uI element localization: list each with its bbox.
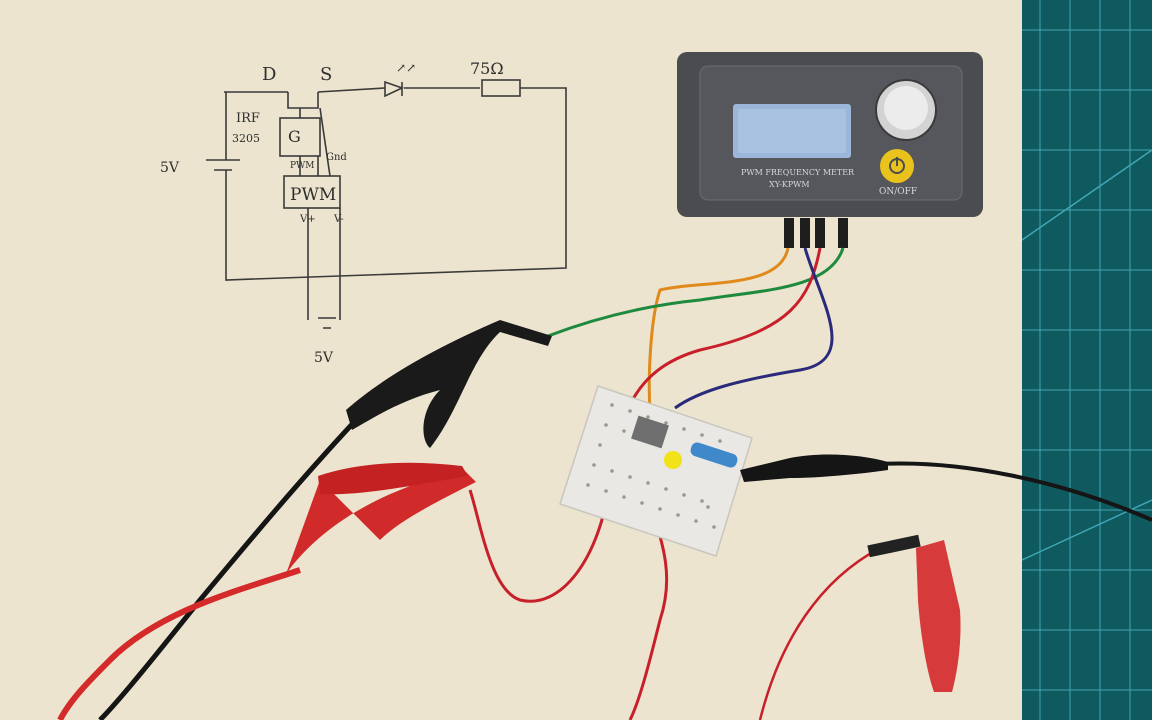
module-title: PWM FREQUENCY METER <box>741 168 855 177</box>
blue-wire <box>674 247 834 410</box>
schematic-label-5v-left: 5V <box>160 160 180 176</box>
red-wire-right <box>758 546 881 720</box>
black-wire-left <box>98 418 358 720</box>
schematic-label-pwm-in: PWM <box>290 161 315 171</box>
breadboard <box>559 385 753 557</box>
schematic-label-vplus: V+ <box>299 214 316 225</box>
module-model: XY-KPWM <box>769 180 810 189</box>
pwm-module <box>677 52 983 248</box>
schematic-label-led-rays: ↗↗ <box>396 61 416 75</box>
resistor <box>690 442 738 468</box>
red-wire-left <box>57 567 301 720</box>
schematic-label-5v-bottom: 5V <box>314 350 334 366</box>
schematic-label-resistor: 75Ω <box>470 59 504 78</box>
schematic-label-gnd: Gnd <box>326 152 347 163</box>
schematic-drawing <box>206 79 567 329</box>
black-clip-right <box>740 454 888 482</box>
power-label: ON/OFF <box>879 187 917 197</box>
red-clip-right <box>867 534 961 692</box>
schematic-label-irf: IRF <box>236 111 260 126</box>
cutting-mat <box>1021 0 1152 720</box>
schematic-label-d: D <box>262 64 276 85</box>
orange-wire <box>647 247 790 411</box>
led-yellow <box>664 451 682 469</box>
schematic-label-vminus: V- <box>333 214 344 225</box>
green-wire <box>547 247 845 338</box>
schematic-label-g: G <box>288 127 301 146</box>
black-clip-left <box>346 320 552 448</box>
schematic-label-pwm-box: PWM <box>290 185 336 205</box>
schematic-label-s: S <box>320 64 332 85</box>
schematic-label-part: 3205 <box>232 132 260 145</box>
mosfet-chip <box>631 415 669 449</box>
red-clip-left <box>286 462 476 574</box>
black-wire-right <box>879 461 1152 522</box>
